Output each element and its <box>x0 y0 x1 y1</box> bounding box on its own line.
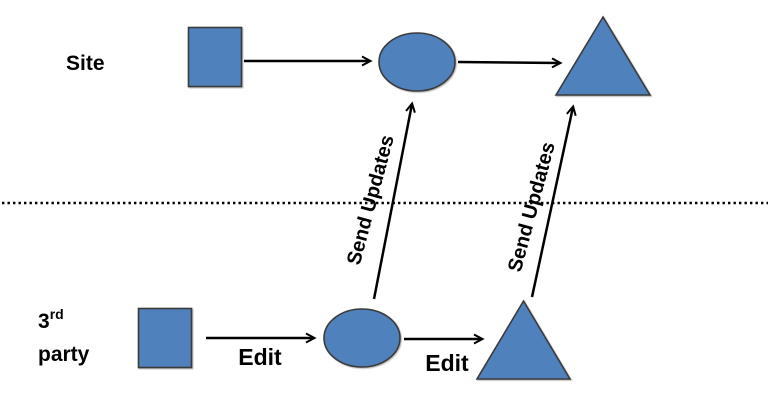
edit-label-left: Edit <box>238 344 282 370</box>
site-square-node <box>187 26 243 88</box>
arrow-send-updates-ellipse <box>372 101 416 300</box>
party-square-node <box>137 307 193 369</box>
third-party-number: 3 <box>38 310 50 333</box>
third-party-ordinal-superscript: rd <box>50 306 64 322</box>
arrow-send-updates-triangle <box>530 104 577 298</box>
edit-label-right: Edit <box>425 350 469 376</box>
party-triangle-node <box>475 299 572 380</box>
third-party-lane-label-line1: 3rd <box>38 306 64 333</box>
site-lane-label: Site <box>66 52 105 75</box>
third-party-lane-label-line2: party <box>38 343 90 366</box>
arrow-site-ellipse-to-triangle <box>457 57 563 69</box>
party-ellipse-node <box>323 308 401 368</box>
site-triangle-node <box>554 15 652 96</box>
site-ellipse-node <box>378 32 456 92</box>
